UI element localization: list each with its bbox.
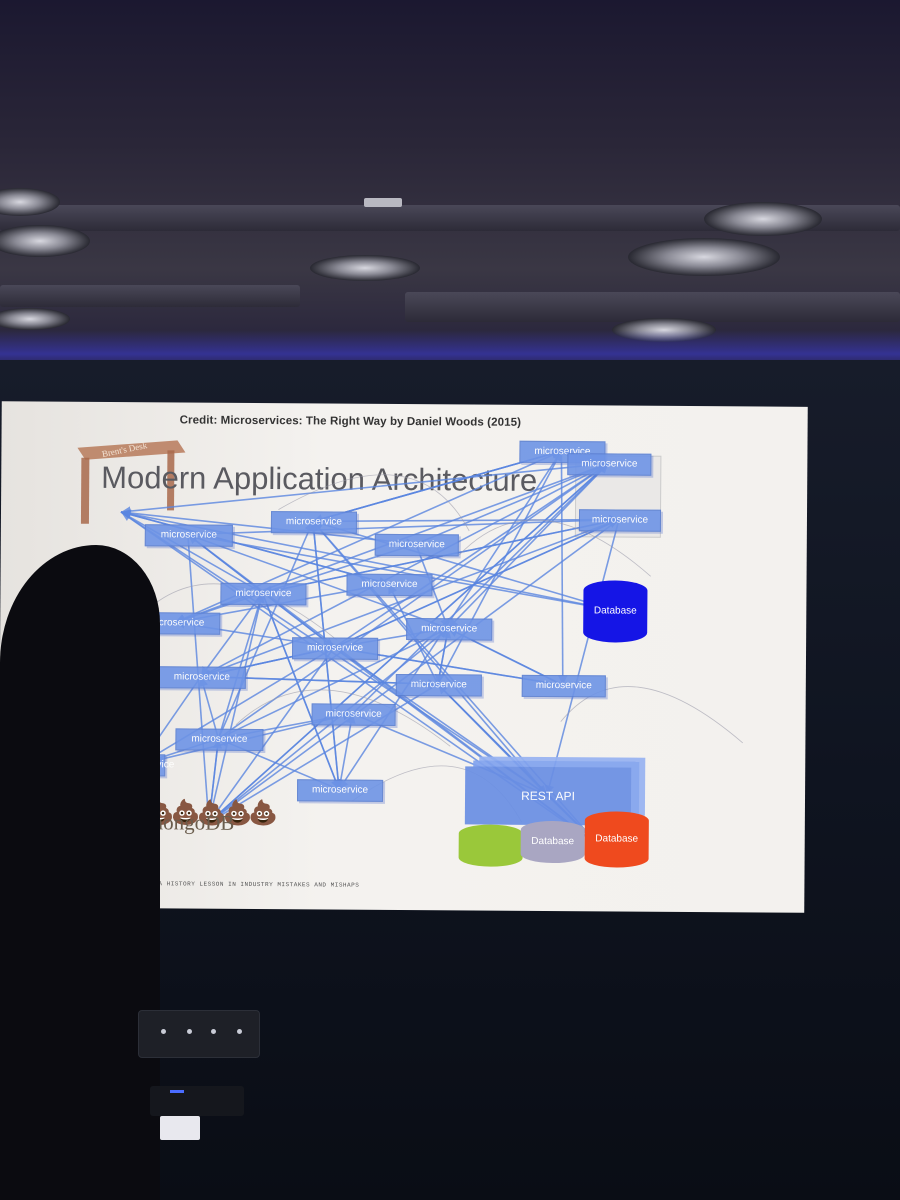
recording-device — [138, 1010, 260, 1058]
audience-head-silhouette — [0, 545, 160, 1200]
dependency-arrow — [120, 511, 416, 548]
dependency-arrow — [208, 462, 609, 824]
indicator-light — [187, 1029, 192, 1034]
microservice-box: microservice — [374, 533, 459, 557]
dependency-arrow — [218, 627, 449, 740]
dependency-arrow — [557, 451, 568, 686]
ceiling-light — [704, 202, 822, 236]
slide-footer: A HISTORY LESSON IN INDUSTRY MISTAKES AN… — [158, 880, 360, 889]
microservice-box: microservice — [395, 673, 482, 697]
desk-image: Brent's Desk — [67, 430, 188, 536]
status-led — [170, 1090, 184, 1093]
microservice-box: microservice — [144, 524, 233, 547]
microservice-box: microservice — [521, 674, 606, 698]
database-blue: Database — [583, 580, 648, 643]
indicator-light — [161, 1029, 166, 1034]
dependency-arrow — [437, 450, 563, 685]
dependency-arrow — [208, 738, 223, 823]
desk-icon: Brent's Desk — [77, 440, 186, 524]
dependency-arrow — [208, 647, 335, 824]
dependency-arrow — [217, 462, 609, 740]
ceiling-light — [628, 238, 780, 276]
dependency-arrow — [200, 462, 609, 678]
microservice-box: microservice — [567, 453, 652, 476]
dependency-arrow — [120, 509, 389, 585]
faint-curve — [235, 689, 451, 747]
dependency-arrow — [312, 520, 548, 796]
ceiling-beam — [405, 292, 900, 322]
microservice-box: microservice — [175, 728, 264, 752]
indicator-light — [237, 1029, 242, 1034]
dependency-arrow — [312, 514, 619, 525]
microservice-box: microservice — [578, 509, 662, 532]
microservice-box: microservice — [291, 637, 379, 660]
device-label-sticker — [160, 1116, 200, 1140]
dependency-arrow — [208, 683, 439, 824]
dependency-arrow — [217, 592, 265, 739]
dependency-arrow — [312, 519, 616, 612]
ceiling — [0, 0, 900, 360]
database-green — [458, 824, 523, 867]
dependency-arrow — [338, 713, 356, 790]
microservice-box: microservice — [220, 582, 307, 606]
dependency-arrow — [217, 521, 314, 740]
dependency-arrow — [187, 515, 619, 536]
dependency-arrow — [200, 592, 264, 678]
dependency-arrow — [415, 462, 609, 545]
microservice-box: microservice — [157, 666, 246, 689]
dependency-arrow — [200, 518, 620, 678]
ceiling-light — [0, 225, 90, 257]
dependency-arrow — [208, 592, 265, 823]
dependency-arrow — [139, 646, 335, 765]
ceiling-light — [0, 308, 70, 330]
ceiling-beam — [0, 285, 300, 307]
indicator-light — [211, 1029, 216, 1034]
dependency-arrow — [187, 533, 449, 630]
faint-curve — [458, 519, 651, 577]
microservice-box: microservice — [296, 779, 384, 802]
microservice-box: microservice — [311, 703, 396, 726]
dependency-arrow — [120, 462, 609, 516]
ceiling-light — [310, 255, 420, 281]
dependency-arrow — [447, 462, 609, 629]
microservice-box: microservice — [406, 618, 493, 641]
dependency-arrow — [333, 462, 609, 649]
dependency-arrow — [208, 518, 620, 824]
projector-screen: Credit: Microservices: The Right Way by … — [0, 401, 808, 913]
database-gray: Database — [520, 820, 585, 864]
ceiling-sensor — [364, 198, 402, 207]
microservice-box: microservice — [270, 511, 358, 534]
control-box — [150, 1086, 244, 1116]
microservice-box: microservice — [346, 573, 433, 597]
dependency-arrow — [120, 511, 263, 594]
faint-curve — [560, 686, 744, 744]
database-red: Database — [584, 811, 649, 868]
faint-curve — [278, 474, 470, 532]
dependency-arrow — [544, 519, 620, 796]
ceiling-light — [612, 318, 716, 342]
